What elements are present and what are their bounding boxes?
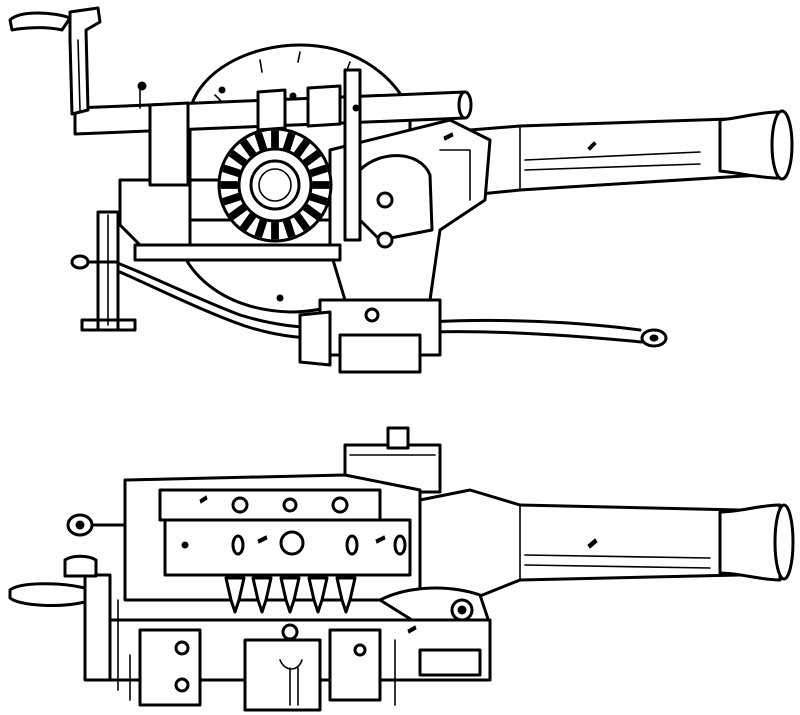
gear-tooth xyxy=(312,181,330,189)
gear-tooth xyxy=(293,212,311,232)
cartridge-tip xyxy=(279,576,301,614)
gear-tooth xyxy=(222,192,241,206)
plan-crank-handle xyxy=(8,513,127,691)
gear xyxy=(217,127,333,243)
gear-tooth xyxy=(302,149,322,167)
gear-tooth xyxy=(271,222,279,240)
gear-tooth xyxy=(282,219,296,238)
barrel xyxy=(468,109,794,197)
pivot-link xyxy=(378,586,492,627)
gear-tooth xyxy=(271,130,279,148)
plan-view xyxy=(8,426,795,712)
cartridge-tips xyxy=(224,576,357,614)
gear-tooth xyxy=(220,181,238,189)
frame xyxy=(298,118,492,374)
gear-tooth xyxy=(293,138,311,158)
lever-arm xyxy=(428,318,668,348)
base xyxy=(70,178,342,332)
side-elevation-view xyxy=(8,6,794,374)
gear-tooth xyxy=(228,149,248,167)
gear-tooth xyxy=(309,192,328,206)
cartridge-tip xyxy=(335,576,357,614)
cartridge-tip xyxy=(307,576,329,614)
gear-tooth xyxy=(228,203,248,221)
gear-tooth xyxy=(239,138,257,158)
plan-barrel xyxy=(418,488,795,602)
gear-tooth xyxy=(302,203,322,221)
gear-tooth xyxy=(254,132,268,151)
gear-tooth xyxy=(239,212,257,232)
gear-tooth xyxy=(282,132,296,151)
gear-teeth xyxy=(220,130,330,240)
side-plate xyxy=(123,473,422,602)
gear-tooth xyxy=(222,164,241,178)
shaft xyxy=(73,68,473,242)
cartridge-tip xyxy=(224,576,246,614)
lower-frame xyxy=(98,618,492,712)
gear-tooth xyxy=(309,164,328,178)
gear-tooth xyxy=(254,219,268,238)
crank-handle xyxy=(8,6,102,116)
cartridge-tip xyxy=(251,576,273,614)
